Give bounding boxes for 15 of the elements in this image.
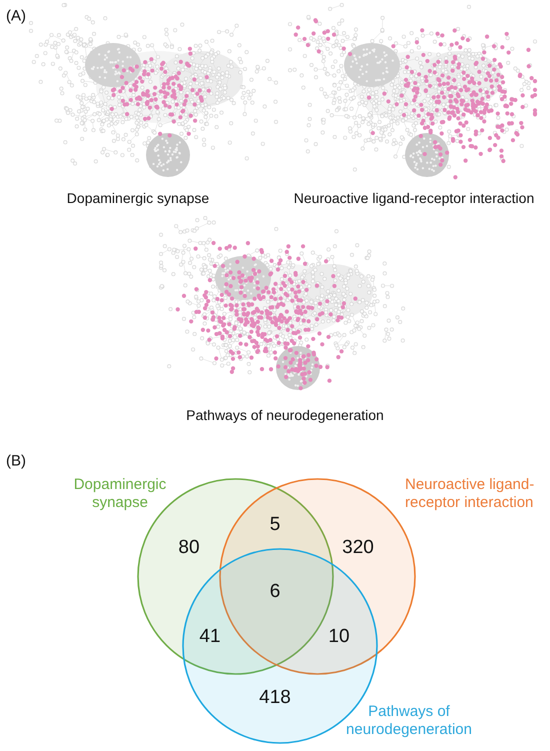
set-label: Pathways of neurodegeneration — [346, 703, 472, 739]
count-label: 418 — [259, 687, 291, 709]
count-label: 41 — [199, 626, 221, 648]
set-label: Neuroactive ligand-receptor interaction — [405, 476, 536, 512]
caption: Neuroactive ligand-receptor interaction — [294, 190, 534, 206]
set-label: Dopaminergic synapse — [73, 476, 167, 512]
count-label: 320 — [342, 537, 374, 559]
count-label: 10 — [328, 626, 350, 648]
panel-label: (B) — [6, 452, 26, 470]
count-label: 6 — [270, 581, 280, 603]
count-label: 5 — [270, 514, 280, 536]
caption: Dopaminergic synapse — [66, 190, 210, 206]
panel-label: (A) — [6, 7, 26, 25]
caption: Pathways of neurodegeneration — [186, 406, 384, 424]
count-label: 80 — [178, 537, 200, 559]
